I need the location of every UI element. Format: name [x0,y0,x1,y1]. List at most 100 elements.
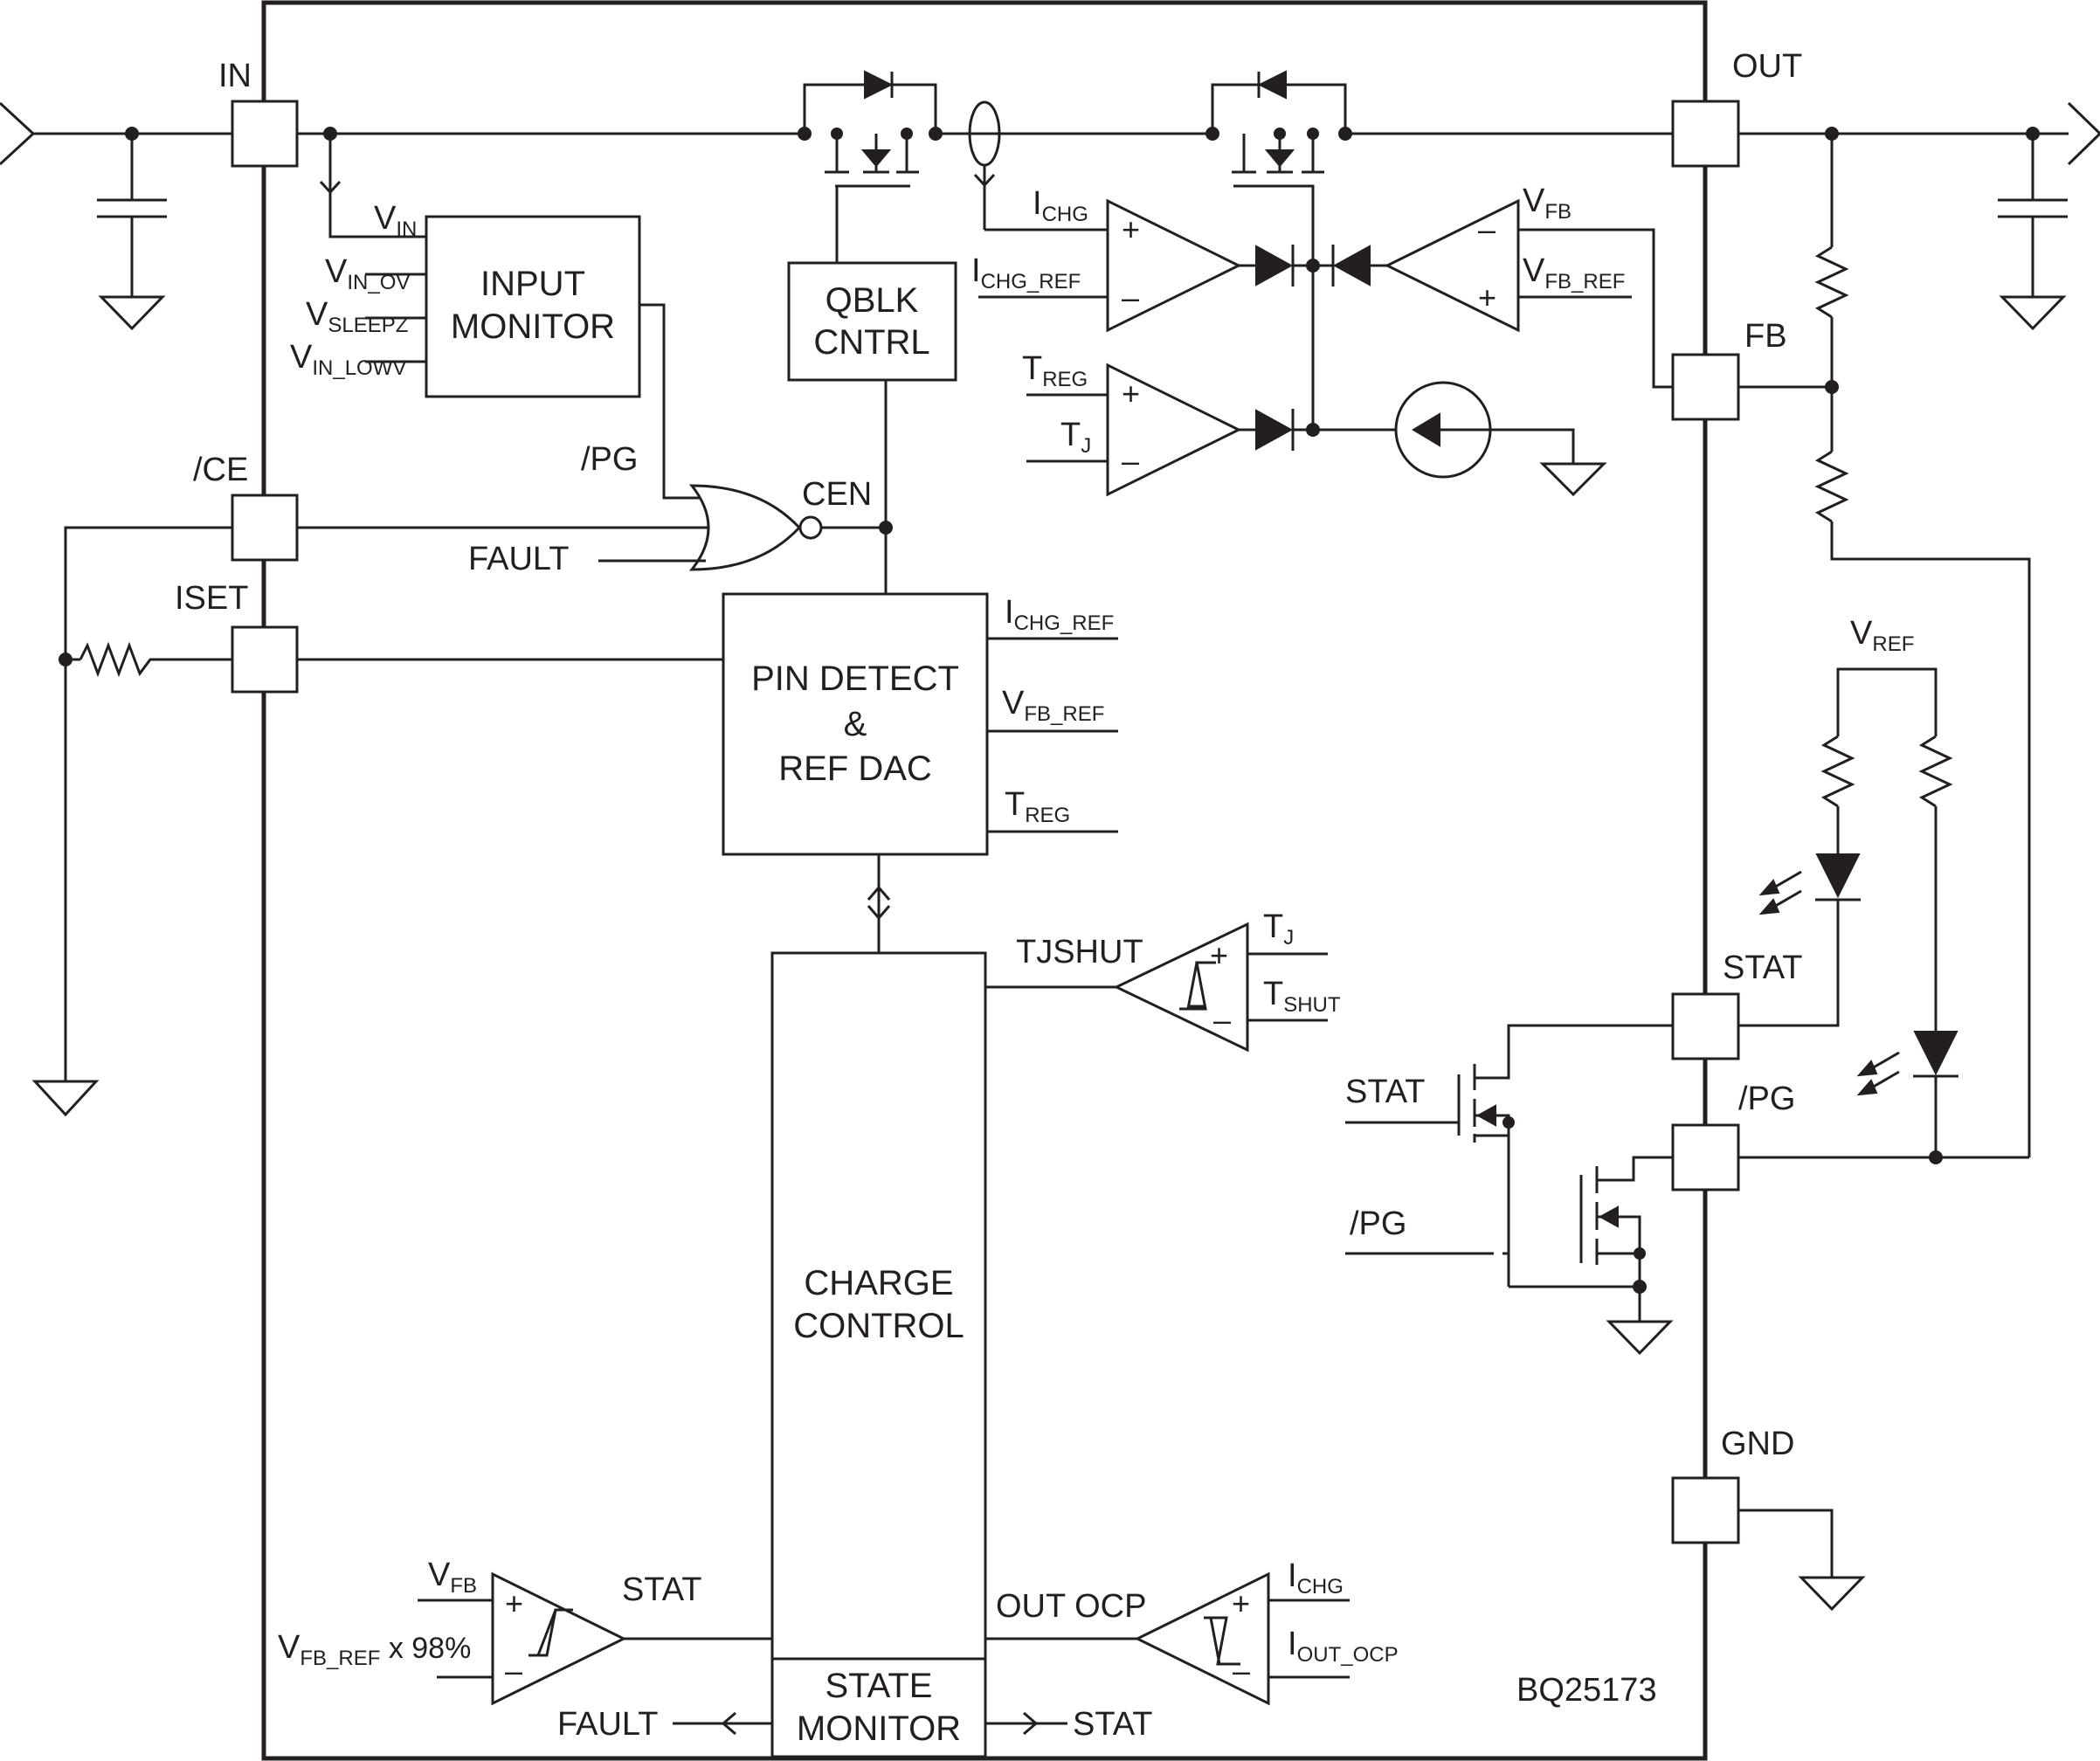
ichg-ocp-label: ICHG [1288,1557,1344,1599]
vfb-ref-output-label: VFB_REF [1002,685,1104,726]
pin-label-stat: STAT [1723,950,1802,986]
charge-control-label-2: CONTROL [793,1307,964,1345]
out-ocp-minus: – [1233,1653,1250,1688]
treg-output-label: TREG [1005,786,1070,827]
pin-fb [1671,353,1740,421]
junction-pg-source [1634,1247,1646,1260]
pin-label-fb: FB [1744,318,1787,355]
qblk-label-1: QBLK [825,281,919,320]
vfb-amp-label: VFB [1523,183,1572,224]
current-sense-icon [968,100,1001,230]
stat-mosfet-icon [1345,1024,1673,1287]
pin-iset [231,625,299,694]
pin-detect-label-3: REF DAC [778,749,932,788]
vref-rail [1836,667,1938,736]
gnd-pin-ground-icon [1738,1509,1866,1612]
stat-led-icon [1758,853,1861,915]
pin-out [1671,100,1740,168]
tj-amp-label: TJ [1060,417,1091,458]
pin-label-out: OUT [1732,48,1802,85]
fault-input-label: FAULT [468,541,569,577]
junction-pg-led [1929,1150,1943,1164]
ichg-ref-output-label: ICHG_REF [1005,594,1114,635]
junction-gate-node [1306,259,1320,273]
power-path-wires [0,101,2100,166]
pin-label-gnd: GND [1721,1426,1794,1462]
current-source-icon [1394,381,1607,497]
pg-internal-label: /PG [581,441,638,478]
vin-ov-label: VIN_OV [325,253,410,294]
junction-ce-iset [59,653,73,666]
ichg-amp-minus: – [1122,280,1139,315]
input-monitor-wires [319,134,426,363]
treg-amplifier-icon [1026,363,1396,497]
blocking-mosfet-icon [798,70,943,263]
qblk-label-2: CNTRL [813,323,929,362]
iout-ocp-label: IOUT_OCP [1288,1626,1399,1667]
out-ocp-plus: + [1232,1585,1250,1621]
nor-gate-icon [297,484,886,571]
qblk-cntrl-block [787,261,957,382]
out-ocp-comparator-icon [985,1571,1350,1706]
stat-gate-label: STAT [1345,1074,1425,1110]
charge-control-block [770,951,987,1661]
recharge-plus: + [505,1585,523,1621]
junction-stat-source [1502,1116,1515,1129]
tj-comp-label: TJ [1263,908,1294,950]
junction-treg-node [1306,423,1320,437]
input-capacitor-icon [97,134,167,331]
ichg-amp-label: ICHG [1033,185,1088,226]
pin-detect-label-2: & [844,705,867,743]
ichg-error-amplifier-icon [978,198,1313,333]
pin-detect-ref-dac-block [722,592,989,856]
pin-stat [1671,992,1740,1060]
pin-in [231,100,299,168]
tjshut-comparator-icon [985,922,1328,1053]
output-capacitor-icon [1998,134,2068,331]
ichg-amp-plus: + [1122,211,1140,247]
recharge-minus: – [505,1653,522,1688]
part-number-label: BQ25173 [1516,1672,1657,1709]
vfb-amp-plus: + [1478,280,1496,315]
treg-amp-minus: – [1122,443,1139,479]
state-monitor-label-2: MONITOR [797,1709,961,1748]
charge-mosfet-icon [1205,70,1352,428]
input-monitor-label-1: INPUT [480,265,585,303]
bidirectional-link-icon [867,854,891,953]
recharge-comparator-icon [418,1571,772,1706]
input-monitor-block [425,215,641,398]
tshut-comp-label: TSHUT [1263,976,1341,1017]
treg-amp-label: TREG [1022,350,1088,391]
vref-label: VREF [1850,615,1914,656]
state-monitor-label-1: STATE [825,1667,933,1705]
tjshut-plus: + [1210,937,1228,973]
pin-pg [1671,1123,1740,1191]
ichg-ref-amp-label: ICHG_REF [971,252,1081,294]
stat-led-branch [1738,735,1855,1027]
charge-control-label-1: CHARGE [804,1264,953,1302]
pg-led-branch [1738,735,2029,1159]
ce-iset-external-wires [31,526,232,1117]
tjshut-label: TJSHUT [1016,934,1143,970]
vfb-ref-amp-label: VFB_REF [1523,252,1625,294]
pin-gnd [1671,1476,1740,1544]
junction-gnd-common [1633,1280,1647,1294]
stat-recharge-label: STAT [622,1571,701,1608]
pin-label-in: IN [218,58,252,94]
state-monitor-outputs [673,1711,1067,1736]
ref-dac-output-wires [987,637,1118,833]
pg-internal-wire [639,303,701,500]
vsleepz-label: VSLEEPZ [306,296,408,337]
vfb-recharge-label: VFB [428,1557,477,1598]
pin-detect-label-1: PIN DETECT [751,660,959,698]
pin-label-pg: /PG [1738,1081,1795,1117]
pg-mosfet-icon [1345,1156,1674,1356]
cen-label: CEN [802,476,872,513]
vfb-error-amplifier-icon [1313,198,1673,389]
ic-outline [261,0,1708,1761]
stat-output-label: STAT [1073,1706,1152,1743]
junction-fb [1825,380,1839,394]
input-monitor-label-2: MONITOR [451,307,615,346]
vin-label: VIN [374,200,417,241]
